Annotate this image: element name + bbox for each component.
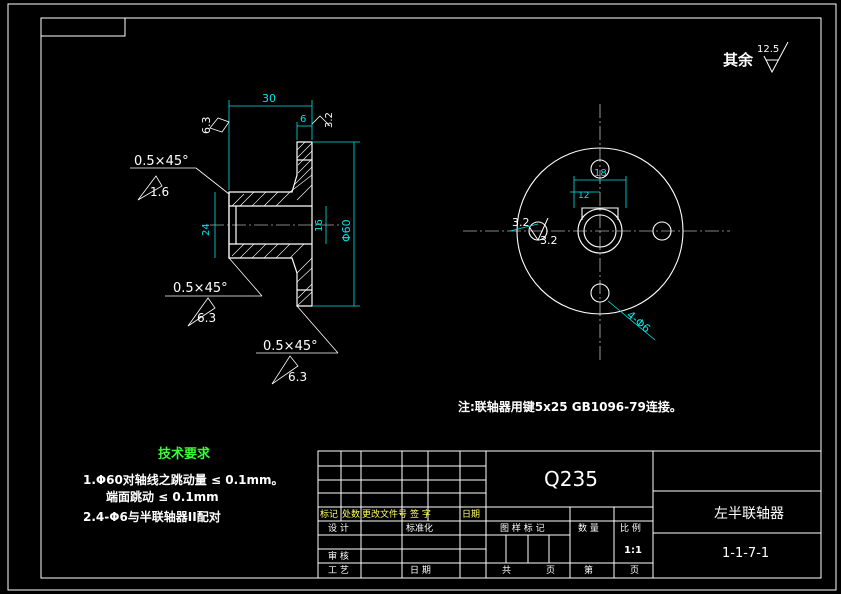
col-nth: 第 xyxy=(584,564,593,576)
dim-12: 12 xyxy=(578,191,589,201)
part-name: 左半联轴器 xyxy=(714,506,784,522)
col-page2: 页 xyxy=(630,565,639,576)
dim-outer-60: Φ60 xyxy=(340,219,353,242)
tech-req-line3: 2.4-Φ6与半联轴器II配对 xyxy=(83,509,221,524)
tech-req-title: 技术要求 xyxy=(158,446,211,462)
dim-hub-16: 16 xyxy=(314,219,325,232)
col-page: 页 xyxy=(546,565,555,576)
roughness-3-2-b: 3.2 xyxy=(540,234,558,247)
surface-finish-value: 12.5 xyxy=(757,44,779,55)
header-date: 日期 xyxy=(462,509,480,520)
col-qty: 数 量 xyxy=(578,522,599,534)
chamfer-label-1: 0.5×45° xyxy=(134,154,189,169)
tech-req-line1: 1.Φ60对轴线之跳动量 ≤ 0.1mm。 xyxy=(83,472,284,487)
drawing-number: 1-1-7-1 xyxy=(722,546,769,561)
col-stage: 图 样 标 记 xyxy=(500,522,545,534)
chamfer-roughness-2: 6.3 xyxy=(197,311,216,325)
header-count: 处数 xyxy=(342,508,360,520)
roughness-3-2-a: 3.2 xyxy=(512,216,530,229)
material: Q235 xyxy=(544,467,598,491)
title-block xyxy=(317,450,822,579)
chamfer-label-3: 0.5×45° xyxy=(263,339,318,354)
row-std: 标准化 xyxy=(406,522,433,534)
side-view: 30 6 24 16 Φ60 6.3 3.2 0.5×45° 1.6 0.5×4… xyxy=(130,92,360,385)
dim-18: 18 xyxy=(594,168,607,179)
header-mark: 标记 xyxy=(320,508,338,520)
row-date: 日 期 xyxy=(410,565,431,576)
roughness-symbol-icon xyxy=(763,41,789,74)
roughness-6-3-top: 6.3 xyxy=(200,117,213,135)
chamfer-label-2: 0.5×45° xyxy=(173,281,228,296)
header-file: 更改文件号 xyxy=(362,508,407,520)
dim-width-30: 30 xyxy=(262,92,276,105)
row-process: 工 艺 xyxy=(328,565,349,576)
col-total: 共 xyxy=(502,565,511,576)
col-scale: 比 例 xyxy=(620,522,641,534)
roughness-3-2-top: 3.2 xyxy=(324,112,335,128)
surface-finish-note: 其余 12.5 xyxy=(723,41,789,74)
surface-finish-label: 其余 xyxy=(723,51,754,69)
title-block-text: Q235 左半联轴器 1-1-7-1 1:1 标记 处数 更改文件号 签 字 日… xyxy=(320,467,784,576)
row-check: 审 核 xyxy=(328,550,349,562)
dim-flange-6: 6 xyxy=(300,114,306,125)
scale-value: 1:1 xyxy=(624,545,642,556)
dim-bore-24: 24 xyxy=(201,223,212,236)
roughness-symbol-icon xyxy=(529,217,549,242)
tech-req-line2: 端面跳动 ≤ 0.1mm xyxy=(106,489,219,504)
header-sign: 签 字 xyxy=(410,508,431,520)
assembly-note: 注:联轴器用键5x25 GB1096-79连接。 xyxy=(458,399,682,414)
chamfer-roughness-3: 6.3 xyxy=(288,370,307,384)
row-design: 设 计 xyxy=(328,522,349,534)
chamfer-roughness-1: 1.6 xyxy=(150,185,169,199)
technical-requirements: 技术要求 1.Φ60对轴线之跳动量 ≤ 0.1mm。 端面跳动 ≤ 0.1mm … xyxy=(83,446,284,524)
